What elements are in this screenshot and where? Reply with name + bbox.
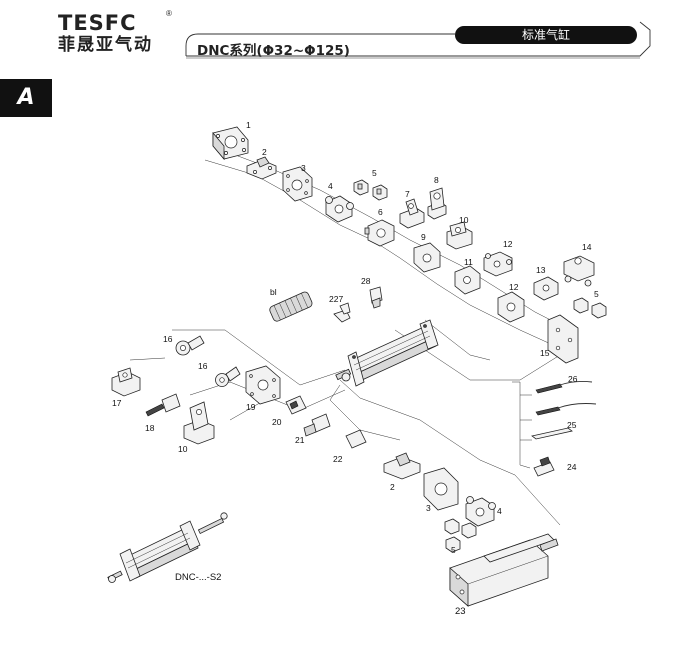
label-part-8: 8	[434, 175, 439, 185]
header-frame	[185, 21, 651, 59]
label-part-28: 28	[361, 276, 371, 286]
part-16-rod-eye-lower: 16	[198, 361, 241, 387]
label-part-227: 227	[329, 294, 343, 304]
label-part-23: 23	[455, 606, 466, 617]
label-part-3-lower: 3	[426, 503, 431, 513]
label-part-16-upper: 16	[163, 334, 173, 344]
part-5-clevis-blocks-lower: 5	[444, 518, 477, 555]
part-4-swivel-flange: 4	[325, 181, 354, 223]
label-part-21: 21	[295, 435, 305, 445]
part-1-front-flange: 1	[212, 120, 251, 161]
part-22-nut: 22	[333, 429, 367, 464]
label-part-1: 1	[246, 120, 251, 130]
part-10-pillow-block-lower: 10	[178, 401, 215, 454]
label-part-12-upper: 12	[503, 239, 513, 249]
label-part-24: 24	[567, 462, 577, 472]
label-part-25: 25	[567, 420, 577, 430]
label-part-7: 7	[405, 189, 410, 199]
label-part-5-lower: 5	[451, 545, 456, 555]
category-badge: 标准气缸	[455, 26, 637, 44]
label-part-10-lower: 10	[178, 444, 188, 454]
label-part-9: 9	[421, 232, 426, 242]
label-part-15: 15	[540, 348, 550, 358]
section-tab: A	[0, 79, 52, 117]
label-part-20: 20	[272, 417, 282, 427]
part-17-clevis-foot: 17	[111, 367, 141, 408]
label-part-22: 22	[333, 454, 343, 464]
series-title: DNC系列(Φ32~Φ125)	[197, 43, 350, 59]
part-15-mounting-plate: 15	[540, 314, 579, 364]
variant-cylinder-s2: DNC-...-S2	[107, 512, 228, 583]
part-12-trunnion-support-upper: 12	[483, 239, 513, 277]
label-part-6: 6	[378, 207, 383, 217]
part-6-trunnion-block: 6	[364, 207, 395, 247]
label-part-10-upper: 10	[459, 215, 469, 225]
part-2-foot-bracket-lower: 2	[383, 452, 421, 492]
label-part-2-upper: 2	[262, 147, 267, 157]
registered-mark: ®	[166, 9, 172, 18]
part-8-clevis-foot: 8	[427, 175, 447, 220]
label-part-13: 13	[536, 265, 546, 275]
part-9-rear-flange: 9	[413, 232, 441, 273]
part-4-swivel-flange-lower: 4	[465, 496, 502, 527]
part-5-clevis-blocks-upper: 5	[353, 168, 388, 201]
part-18-rod-clevis: 18	[145, 393, 181, 433]
label-part-3-upper: 3	[301, 163, 306, 173]
label-part-18: 18	[145, 423, 155, 433]
part-14-trunnion-mount: 14	[563, 242, 595, 287]
part-21-rod-coupler: 21	[295, 413, 331, 445]
label-part-2-lower: 2	[390, 482, 395, 492]
label-part-4-lower: 4	[497, 506, 502, 516]
part-11-trunnion-flange: 11	[454, 257, 481, 295]
label-variant-s2: DNC-...-S2	[175, 572, 221, 583]
part-25-sensor-rail: 25	[531, 420, 577, 440]
label-part-12-lower: 12	[509, 282, 519, 292]
part-227-elbow-fitting: 227	[329, 294, 351, 323]
main-cylinder-dnc	[335, 319, 439, 387]
part-10-pillow-block-upper: 10	[446, 215, 473, 250]
part-7-pivot-bracket: 7	[399, 189, 425, 229]
part-20-coupling: 20	[272, 395, 307, 427]
part-13-clevis-bracket: 13	[533, 265, 559, 301]
part-28-straight-fitting: 28	[361, 276, 383, 309]
part-23-guide-unit: 23	[449, 533, 559, 617]
part-3-flange-plate: 3	[282, 163, 313, 202]
brand-name-cn: 菲晟亚气动	[58, 35, 153, 55]
part-bl-bellows-boot: bl	[269, 287, 313, 322]
part-16-rod-eye-upper: 16	[163, 334, 205, 356]
label-part-19: 19	[246, 402, 256, 412]
part-5-clevis-blocks-right: 5	[573, 289, 607, 319]
label-part-17: 17	[112, 398, 122, 408]
part-24-sensor-bracket: 24	[533, 456, 577, 477]
part-3-flange-plate-lower: 3	[423, 467, 459, 513]
part-12-trunnion-support-lower: 12	[497, 282, 525, 323]
brand-name-en: TESFC	[58, 11, 137, 35]
label-part-5-right: 5	[594, 289, 599, 299]
label-part-14: 14	[582, 242, 592, 252]
label-part-26: 26	[568, 374, 578, 384]
label-part-11: 11	[464, 257, 473, 267]
label-part-5-upper: 5	[372, 168, 377, 178]
label-part-4-upper: 4	[328, 181, 333, 191]
part-26-proximity-sensors: 26	[535, 374, 597, 416]
part-19-flange-plate: 19	[245, 365, 281, 412]
brand-logo: TESFC ® 菲晟亚气动	[58, 9, 178, 56]
part-2-foot-bracket: 2	[246, 147, 277, 180]
label-part-16-lower: 16	[198, 361, 208, 371]
label-part-bl: bl	[270, 287, 277, 297]
